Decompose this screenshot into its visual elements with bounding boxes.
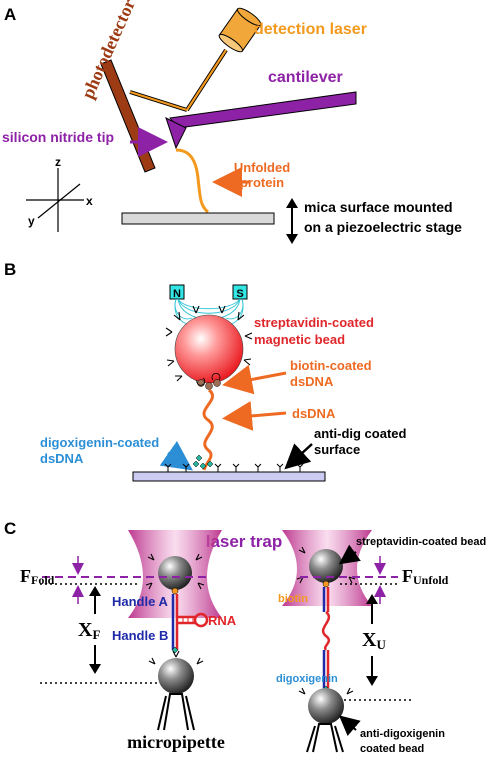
axis-z-label: z	[55, 155, 61, 169]
magnet-n-label: N	[173, 288, 181, 300]
axes-icon	[26, 168, 84, 232]
cantilever-label: cantilever	[268, 69, 343, 86]
antidig-bead-left	[158, 658, 194, 694]
ffold-label: FFold	[20, 566, 55, 587]
strep-bead-arrow	[338, 544, 361, 565]
handle-a-label: Handle A	[112, 594, 168, 609]
biotin-cluster	[196, 372, 221, 390]
biotin-dot-right	[322, 580, 330, 588]
xu-label: XU	[362, 629, 386, 652]
panel-a-letter: A	[4, 5, 16, 24]
dig-arrow	[159, 440, 193, 471]
antidig-bead-left-marks	[148, 650, 204, 665]
biotin-dot-left	[171, 587, 179, 595]
mica-label-2: on a piezoelectric stage	[304, 219, 462, 235]
bead-label-1: streptavidin-coated	[254, 315, 374, 330]
antidig-bead-right	[308, 688, 344, 724]
rna-label: RNA	[208, 613, 237, 628]
cantilever-icon	[165, 91, 357, 150]
antidig-bead-label-1: anti-digoxigenin	[360, 728, 445, 740]
magnet-s-label: S	[236, 288, 243, 300]
xf-label: XF	[78, 619, 100, 642]
handle-a-strand	[171, 594, 179, 650]
biotin-label-2: dsDNA	[290, 374, 334, 389]
axis-y-label: y	[28, 214, 35, 228]
micropipette-icon	[157, 693, 195, 731]
unfolded-protein-label-2: protein	[240, 175, 284, 190]
handle-b-label: Handle B	[112, 628, 168, 643]
antidig-surface-label-1: anti-dig coated	[314, 426, 407, 441]
detection-laser-icon	[218, 7, 262, 53]
unfolded-protein-label-1: Unfolded	[234, 160, 290, 175]
magnetic-bead	[174, 314, 244, 384]
dsdna-arrow	[222, 400, 287, 431]
mica-label-1: mica surface mounted	[304, 199, 453, 215]
micropipette-right-icon	[306, 723, 344, 753]
axis-x-label: x	[86, 194, 93, 208]
rna-hairpin	[178, 612, 209, 628]
dsdna-label: dsDNA	[292, 406, 336, 421]
antidig-bead-label-2: coated bead	[360, 743, 424, 755]
biotin-label-1: biotin-coated	[290, 358, 372, 373]
laser-trap-left	[128, 530, 222, 618]
anti-dig-surface	[132, 471, 326, 482]
photodetector-icon	[100, 59, 156, 173]
photodetector-label: photodetector	[77, 0, 139, 102]
unfolded-tether	[321, 587, 331, 688]
tip-label: silicon nitride tip	[2, 129, 114, 145]
laser-beam	[129, 48, 228, 112]
panel-c-letter: C	[4, 519, 16, 538]
antidig-surface-label-2: surface	[314, 442, 360, 457]
xu-arrows	[366, 594, 378, 686]
bead-label-2: magnetic bead	[254, 332, 345, 347]
dsdna-strand	[202, 388, 214, 471]
funfold-label: FUnfold	[402, 566, 449, 587]
dig-label-2: dsDNA	[40, 451, 84, 466]
panel-b-letter: B	[4, 260, 16, 279]
biotin-arrow	[222, 364, 287, 395]
mica-surface	[121, 212, 275, 225]
strep-bead-label: streptavidin-coated bead	[356, 536, 486, 548]
piezo-stage-arrow	[286, 198, 298, 244]
laser-trap-label: laser trap	[206, 532, 283, 551]
detection-laser-label: detection laser	[254, 21, 367, 38]
dig-label-1: digoxigenin-coated	[40, 435, 159, 450]
xf-arrows	[89, 586, 101, 674]
anti-dig-marks	[164, 463, 304, 472]
antidig-bead-arrow	[338, 715, 361, 737]
antidig-bead-right-marks	[298, 687, 354, 695]
micropipette-label: micropipette	[127, 732, 225, 752]
digoxigenin-label: digoxigenin	[276, 673, 338, 685]
antidig-surface-arrow	[284, 443, 313, 470]
unfolded-protein-strand	[175, 148, 209, 214]
digoxigenin-diamonds	[192, 454, 214, 470]
biotin-label-right: biotin	[278, 593, 308, 605]
streptavidin-marks	[165, 305, 253, 382]
